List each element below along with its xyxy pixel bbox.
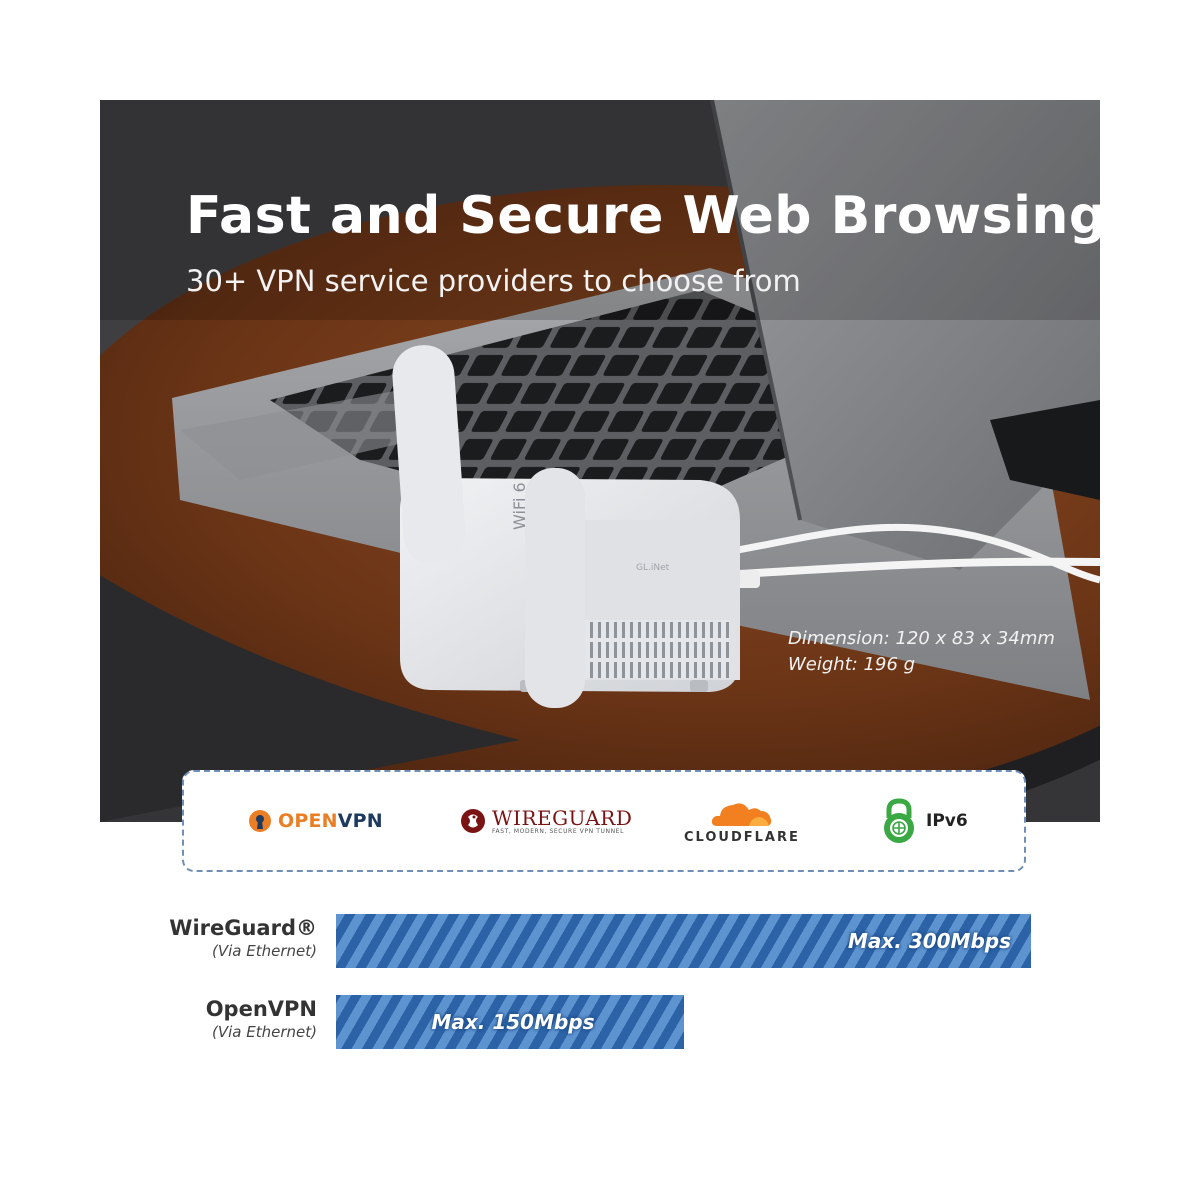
wireguard-speed-bar: Max. 300Mbps <box>336 914 1031 968</box>
wireguard-speed-via: (Via Ethernet) <box>212 942 317 960</box>
cloudflare-cloud-icon <box>711 802 772 826</box>
wireguard-speed-label: WireGuard® (Via Ethernet) <box>169 915 317 961</box>
openvpn-speed-name: OpenVPN <box>205 997 317 1021</box>
router-laptop-scene: WiFi 6 GL.iNet <box>100 100 1100 822</box>
cloudflare-logo: CLOUDFLARE <box>684 772 800 870</box>
cloudflare-wordmark: CLOUDFLARE <box>684 829 800 845</box>
openvpn-vpn-text: VPN <box>337 810 383 832</box>
wireguard-logo: WIREGUARD FAST, MODERN, SECURE VPN TUNNE… <box>460 772 632 870</box>
weight-spec: Weight: 196 g <box>788 654 916 675</box>
openvpn-wordmark: OPENVPN <box>278 810 383 832</box>
openvpn-speed-label: OpenVPN (Via Ethernet) <box>206 996 317 1042</box>
wireguard-speed-name: WireGuard® <box>169 916 317 940</box>
page-subtitle: 30+ VPN service providers to choose from <box>186 264 801 298</box>
hero-photo: WiFi 6 GL.iNet Fast and Secure Web Brows… <box>100 100 1100 822</box>
device-brand-label: GL.iNet <box>636 563 670 573</box>
openvpn-speed-bar: Max. 150Mbps <box>336 995 684 1049</box>
dimension-spec: Dimension: 120 x 83 x 34mm <box>788 628 1055 649</box>
wireguard-speed-value: Max. 300Mbps <box>847 929 1011 953</box>
page-title: Fast and Secure Web Browsing <box>186 186 1100 246</box>
openvpn-speed-via: (Via Ethernet) <box>212 1023 317 1041</box>
ipv6-logo: IPv6 <box>880 772 968 870</box>
openvpn-logo: OPENVPN <box>248 772 383 870</box>
vpn-logos-panel: OPENVPN WIREGUARD FAST, MODERN, SECURE V… <box>182 770 1026 872</box>
ipv6-lock-icon <box>884 798 914 843</box>
openvpn-open-text: OPEN <box>278 810 338 832</box>
openvpn-speed-value: Max. 150Mbps <box>431 1010 595 1034</box>
device-wifi-label: WiFi 6 <box>510 482 529 530</box>
ipv6-wordmark: IPv6 <box>926 811 968 831</box>
wireguard-wordmark: WIREGUARD <box>492 805 633 830</box>
wireguard-tagline: FAST, MODERN, SECURE VPN TUNNEL <box>492 827 625 835</box>
openvpn-keyhole-icon <box>249 810 271 832</box>
wireguard-dragon-icon <box>461 809 485 833</box>
